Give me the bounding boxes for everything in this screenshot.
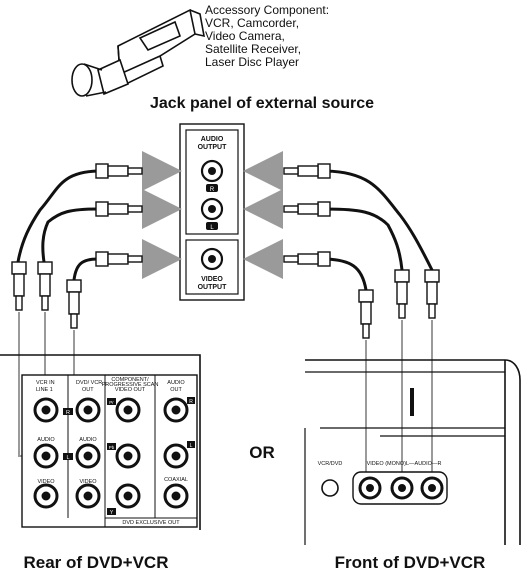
- front-caption: Front of DVD+VCR: [335, 553, 486, 572]
- rear-y-badge: Y: [110, 510, 114, 516]
- left-cable: [16, 169, 99, 281]
- rear-video-label-a: VIDEO: [37, 479, 55, 485]
- video-jack-icon: [200, 247, 224, 271]
- rear-dvd-vcr-out-2: OUT: [82, 387, 94, 393]
- rear-l-badge: L: [66, 455, 69, 461]
- rear-audio-out-2: OUT: [170, 387, 182, 393]
- rear-video-label-b: VIDEO: [79, 479, 97, 485]
- front-jacks-label: VIDEO (MONO)L—AUDIO—R: [367, 461, 442, 467]
- rear-audio-label-a: AUDIO: [37, 437, 55, 443]
- left-plugs: [11, 163, 143, 329]
- rear-component-2: PROGRESSIVE SCAN: [102, 382, 159, 388]
- video-output-label-1: VIDEO: [201, 276, 223, 283]
- rear-pr-badge: Pr: [109, 400, 114, 405]
- accessory-line-5: Laser Disc Player: [205, 55, 299, 69]
- right-cable: [325, 169, 434, 291]
- rear-audio-r-badge: R: [189, 399, 193, 405]
- audio-output-label-2: OUTPUT: [198, 144, 228, 151]
- rear-dvd-vcr-out-1: DVD/ VCR: [76, 380, 102, 386]
- rear-component-3: VIDEO OUT: [115, 387, 146, 393]
- jack-panel-title: Jack panel of external source: [150, 95, 374, 112]
- accessory-text: Accessory Component: VCR, Camcorder, Vid…: [205, 3, 329, 69]
- rear-panel: VCR IN LINE 1 DVD/ VCR OUT COMPONENT/ PR…: [0, 354, 201, 530]
- rear-vcr-in-2: LINE 1: [36, 387, 53, 393]
- accessory-line-3: Video Camera,: [205, 29, 285, 43]
- rear-pb-badge: Pb: [109, 445, 115, 450]
- signal-arrows: [142, 151, 283, 279]
- rear-dvd-exclusive-out: DVD EXCLUSIVE OUT: [122, 520, 180, 526]
- audio-r-badge: R: [210, 187, 215, 193]
- rear-coaxial-label: COAXIAL: [164, 477, 188, 483]
- rear-r-badge: R: [66, 410, 70, 416]
- front-vcr-dvd-label: VCR/DVD: [318, 461, 343, 467]
- accessory-line-4: Satellite Receiver,: [205, 42, 301, 56]
- audio-output-label-1: AUDIO: [201, 136, 224, 143]
- rear-audio-l-badge: L: [190, 443, 193, 449]
- audio-l-jack-icon: [200, 197, 224, 221]
- external-jack-panel: AUDIO OUTPUT R L VIDEO OUTPUT: [179, 123, 245, 301]
- front-panel: VCR/DVD VIDEO (MONO)L—AUDIO—R: [304, 359, 521, 545]
- accessory-line-2: VCR, Camcorder,: [205, 16, 299, 30]
- or-label: OR: [249, 443, 275, 462]
- accessory-line-1: Accessory Component:: [205, 3, 329, 17]
- rear-audio-label-b: AUDIO: [79, 437, 97, 443]
- camcorder-icon: [71, 8, 206, 97]
- video-output-label-2: OUTPUT: [198, 284, 228, 291]
- rear-vcr-in-1: VCR IN: [36, 380, 55, 386]
- right-plugs: [283, 163, 440, 339]
- audio-l-badge: L: [210, 225, 214, 231]
- rear-component-1: COMPONENT/: [111, 377, 149, 383]
- rear-audio-out-1: AUDIO: [167, 380, 185, 386]
- audio-r-jack-icon: [200, 159, 224, 183]
- rear-caption: Rear of DVD+VCR: [23, 553, 168, 572]
